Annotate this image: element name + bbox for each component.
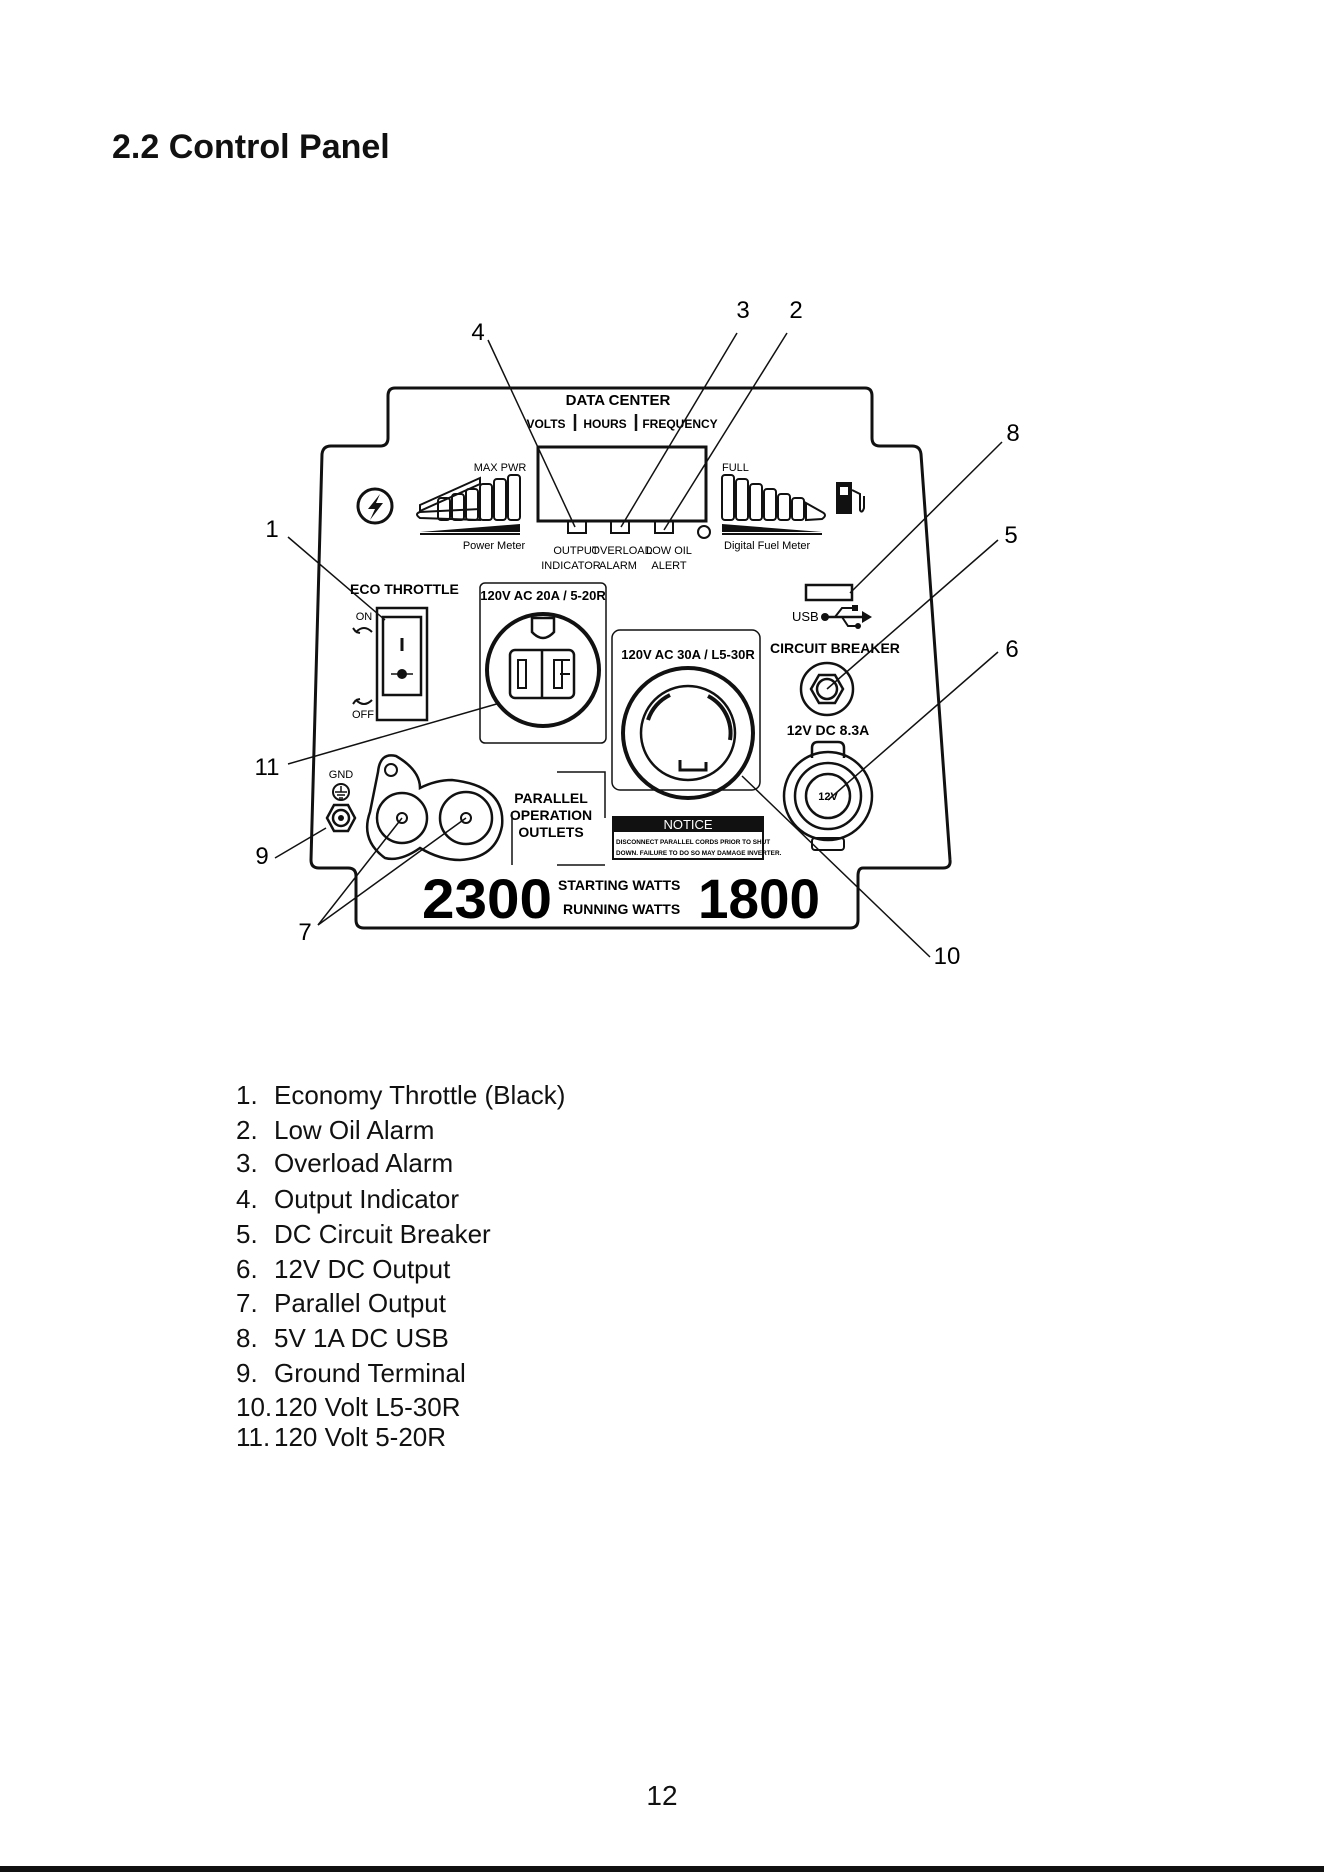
dc-socket-label: 12V — [818, 791, 838, 803]
legend-item: 4.Output Indicator — [236, 1184, 459, 1214]
power-meter — [416, 474, 521, 535]
eco-off-label: OFF — [352, 709, 374, 721]
callout-6: 6 — [1005, 636, 1018, 663]
max-pwr-label: MAX PWR — [474, 462, 527, 474]
parallel-label-2: OPERATION — [510, 807, 592, 823]
notice-box: NOTICE DISCONNECT PARALLEL CORDS PRIOR T… — [612, 816, 782, 860]
legend-item: 10.120 Volt L5-30R — [236, 1392, 461, 1422]
bottom-rule — [0, 1866, 1324, 1872]
overload-alarm-light — [610, 520, 630, 534]
low-oil-alert-label-1: LOW OIL — [646, 545, 692, 557]
legend-item: 2.Low Oil Alarm — [236, 1115, 435, 1145]
legend-item: 11.120 Volt 5-20R — [236, 1422, 447, 1452]
usb-port[interactable] — [804, 583, 854, 602]
full-label: FULL — [722, 462, 749, 474]
data-center-title: DATA CENTER — [566, 392, 671, 409]
legend-item: 7.Parallel Output — [236, 1288, 446, 1318]
parallel-label-3: OUTLETS — [518, 824, 583, 840]
callout-10: 10 — [934, 943, 961, 970]
control-panel-diagram: DATA CENTER VOLTS HOURS FREQUENCY OUTPUT… — [255, 297, 1020, 970]
eco-throttle-switch[interactable] — [375, 606, 429, 722]
dc-output-label: 12V DC 8.3A — [787, 722, 869, 738]
callout-4: 4 — [471, 319, 484, 346]
eco-on-label: ON — [356, 611, 373, 623]
callout-2: 2 — [789, 297, 802, 324]
legend-item: 8.5V 1A DC USB — [236, 1323, 449, 1353]
overload-alarm-label-2: ALARM — [599, 560, 637, 572]
outlet-20a-label: 120V AC 20A / 5-20R — [480, 588, 606, 603]
low-oil-alert-light — [654, 520, 674, 534]
legend-item: 3.Overload Alarm — [236, 1148, 454, 1178]
output-indicator-light — [567, 520, 587, 534]
parallel-label-1: PARALLEL — [514, 790, 588, 806]
fuel-meter — [721, 474, 826, 535]
callout-7: 7 — [298, 919, 311, 946]
eco-off-arrow-icon — [352, 698, 373, 705]
lightning-icon — [356, 487, 394, 525]
display-mode-frequency: FREQUENCY — [642, 417, 717, 431]
legend-item: 9.Ground Terminal — [236, 1358, 466, 1388]
running-watts-value: 1800 — [698, 867, 820, 930]
usb-icon — [821, 605, 872, 629]
starting-watts-label: STARTING WATTS — [558, 877, 680, 893]
legend-item: 6.12V DC Output — [236, 1254, 451, 1284]
callout-5: 5 — [1004, 522, 1017, 549]
parallel-output-terminals[interactable] — [365, 754, 504, 862]
outlet-5-20r[interactable] — [485, 612, 601, 728]
ground-icon — [332, 783, 350, 801]
page-number: 12 — [646, 1780, 678, 1811]
display-mode-hours: HOURS — [583, 417, 626, 431]
usb-label: USB — [792, 609, 819, 624]
eco-on-arrow-icon — [352, 627, 373, 634]
starting-watts-value: 2300 — [422, 867, 552, 930]
display-mode-volts: VOLTS — [526, 417, 565, 431]
callout-3: 3 — [736, 297, 749, 324]
fuel-meter-label: Digital Fuel Meter — [724, 540, 811, 552]
dc-circuit-breaker[interactable] — [799, 661, 855, 717]
overload-alarm-label-1: OVERLOAD — [591, 545, 652, 557]
outlet-30a-label: 120V AC 30A / L5-30R — [621, 647, 755, 662]
low-oil-alert-label-2: ALERT — [651, 560, 687, 572]
output-indicator-label-2: INDICATOR — [541, 560, 601, 572]
power-meter-label: Power Meter — [463, 540, 526, 552]
status-led — [697, 525, 711, 539]
legend-item: 1.Economy Throttle (Black) — [236, 1080, 566, 1110]
outlet-l5-30r[interactable] — [621, 666, 755, 800]
legend-item: 5.DC Circuit Breaker — [236, 1219, 491, 1249]
callout-8: 8 — [1006, 420, 1019, 447]
panel-outline — [309, 386, 952, 930]
callout-1: 1 — [265, 516, 278, 543]
callout-9: 9 — [255, 843, 268, 870]
outlet-30a-frame — [611, 629, 761, 791]
running-watts-label: RUNNING WATTS — [563, 901, 680, 917]
callout-11: 11 — [255, 754, 280, 781]
notice-line-2: DOWN. FAILURE TO DO SO MAY DAMAGE INVERT… — [616, 850, 782, 857]
outlet-20a-frame — [479, 582, 607, 744]
fuel-pump-icon — [836, 482, 865, 514]
gnd-label: GND — [329, 769, 354, 781]
section-title: 2.2 Control Panel — [112, 128, 390, 166]
eco-throttle-label: ECO THROTTLE — [350, 581, 459, 597]
notice-title: NOTICE — [663, 817, 712, 832]
ground-terminal[interactable] — [325, 803, 357, 833]
callout-leaders — [274, 332, 1003, 958]
dc-12v-socket[interactable] — [782, 740, 874, 851]
lcd-display — [536, 445, 708, 523]
output-indicator-label-1: OUTPUT — [553, 545, 599, 557]
notice-line-1: DISCONNECT PARALLEL CORDS PRIOR TO SHUT — [616, 839, 770, 846]
circuit-breaker-label: CIRCUIT BREAKER — [770, 640, 900, 656]
